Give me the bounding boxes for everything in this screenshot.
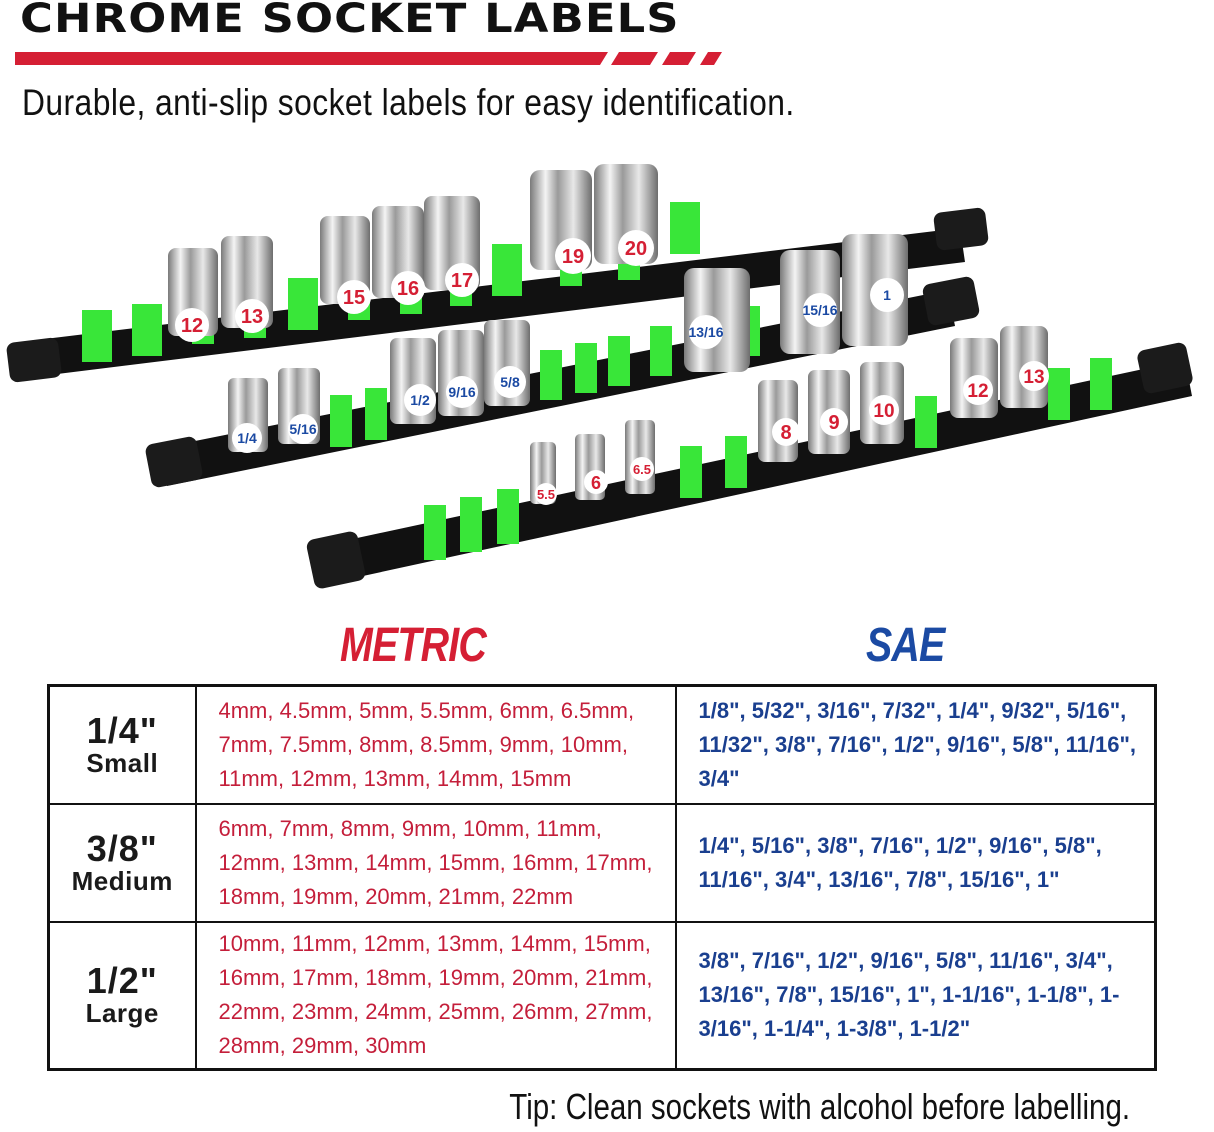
sae-sizes: 1/8", 5/32", 3/16", 7/32", 1/4", 9/32", … [674, 684, 1157, 805]
svg-text:1/2: 1/2 [410, 392, 430, 408]
product-photo: 12 13 15 16 17 19 20 [0, 160, 1214, 610]
sae-heading: SAE [866, 619, 945, 672]
page-title: CHROME SOCKET LABELS [20, 0, 680, 42]
socket-rail-top: 12 13 15 16 17 19 20 [6, 164, 989, 383]
svg-text:8: 8 [780, 422, 791, 444]
svg-text:15/16: 15/16 [802, 302, 837, 318]
svg-text:9/16: 9/16 [448, 384, 475, 400]
page-subtitle: Durable, anti-slip socket labels for eas… [22, 82, 795, 123]
title-underline [15, 52, 608, 65]
svg-text:16: 16 [397, 278, 419, 300]
metric-sizes: 10mm, 11mm, 12mm, 13mm, 14mm, 15mm, 16mm… [194, 920, 677, 1071]
drive-size: 1/2" [86, 960, 158, 1002]
title-underline-dash [611, 52, 658, 65]
svg-text:5.5: 5.5 [537, 487, 555, 502]
sae-sizes: 3/8", 7/16", 1/2", 9/16", 5/8", 11/16", … [674, 920, 1157, 1071]
metric-sizes: 4mm, 4.5mm, 5mm, 5.5mm, 6mm, 6.5mm, 7mm,… [194, 684, 677, 805]
svg-text:9: 9 [828, 412, 839, 434]
table-row: 1/2" Large 10mm, 11mm, 12mm, 13mm, 14mm,… [47, 920, 1157, 1071]
drive-size: 1/4" [86, 709, 158, 751]
svg-text:6.5: 6.5 [633, 462, 651, 477]
svg-text:1/4: 1/4 [237, 430, 257, 446]
drive-size-label: Large [85, 998, 159, 1029]
drive-size: 3/8" [86, 827, 158, 869]
tip-text: Tip: Clean sockets with alcohol before l… [509, 1086, 1130, 1127]
table-row: 1/4" Small 4mm, 4.5mm, 5mm, 5.5mm, 6mm, … [47, 684, 1157, 805]
drive-size-cell: 1/4" Small [47, 684, 197, 805]
drive-size-label: Small [86, 747, 159, 778]
socket-rail-middle: 1/4 5/16 1/2 9/16 5/8 13/16 15/16 1 [145, 234, 980, 488]
svg-text:10: 10 [873, 401, 894, 422]
socket-rail-bottom: 5.5 6 6.5 8 9 10 12 13 [306, 326, 1193, 589]
drive-size-cell: 1/2" Large [47, 920, 197, 1071]
svg-text:5/16: 5/16 [289, 421, 316, 437]
svg-text:5/8: 5/8 [500, 374, 520, 390]
metric-sizes: 6mm, 7mm, 8mm, 9mm, 10mm, 11mm, 12mm, 13… [194, 802, 677, 923]
drive-size-label: Medium [71, 865, 173, 896]
svg-text:19: 19 [562, 246, 584, 268]
drive-size-cell: 3/8" Medium [47, 802, 197, 923]
svg-text:13/16: 13/16 [688, 324, 723, 340]
svg-text:15: 15 [343, 287, 365, 309]
title-underline-dash [662, 52, 696, 65]
svg-text:20: 20 [625, 238, 647, 260]
svg-text:13: 13 [241, 306, 263, 328]
sae-sizes: 1/4", 5/16", 3/8", 7/16", 1/2", 9/16", 5… [674, 802, 1157, 923]
title-underline-dash [700, 52, 722, 65]
svg-text:12: 12 [967, 381, 988, 402]
table-row: 3/8" Medium 6mm, 7mm, 8mm, 9mm, 10mm, 11… [47, 802, 1157, 923]
svg-text:17: 17 [451, 270, 473, 292]
svg-text:1: 1 [883, 287, 891, 303]
metric-heading: METRIC [340, 619, 487, 672]
size-chart-table: 1/4" Small 4mm, 4.5mm, 5mm, 5.5mm, 6mm, … [47, 684, 1157, 1071]
svg-text:6: 6 [591, 473, 601, 493]
svg-text:12: 12 [181, 315, 203, 337]
svg-text:13: 13 [1023, 367, 1044, 388]
